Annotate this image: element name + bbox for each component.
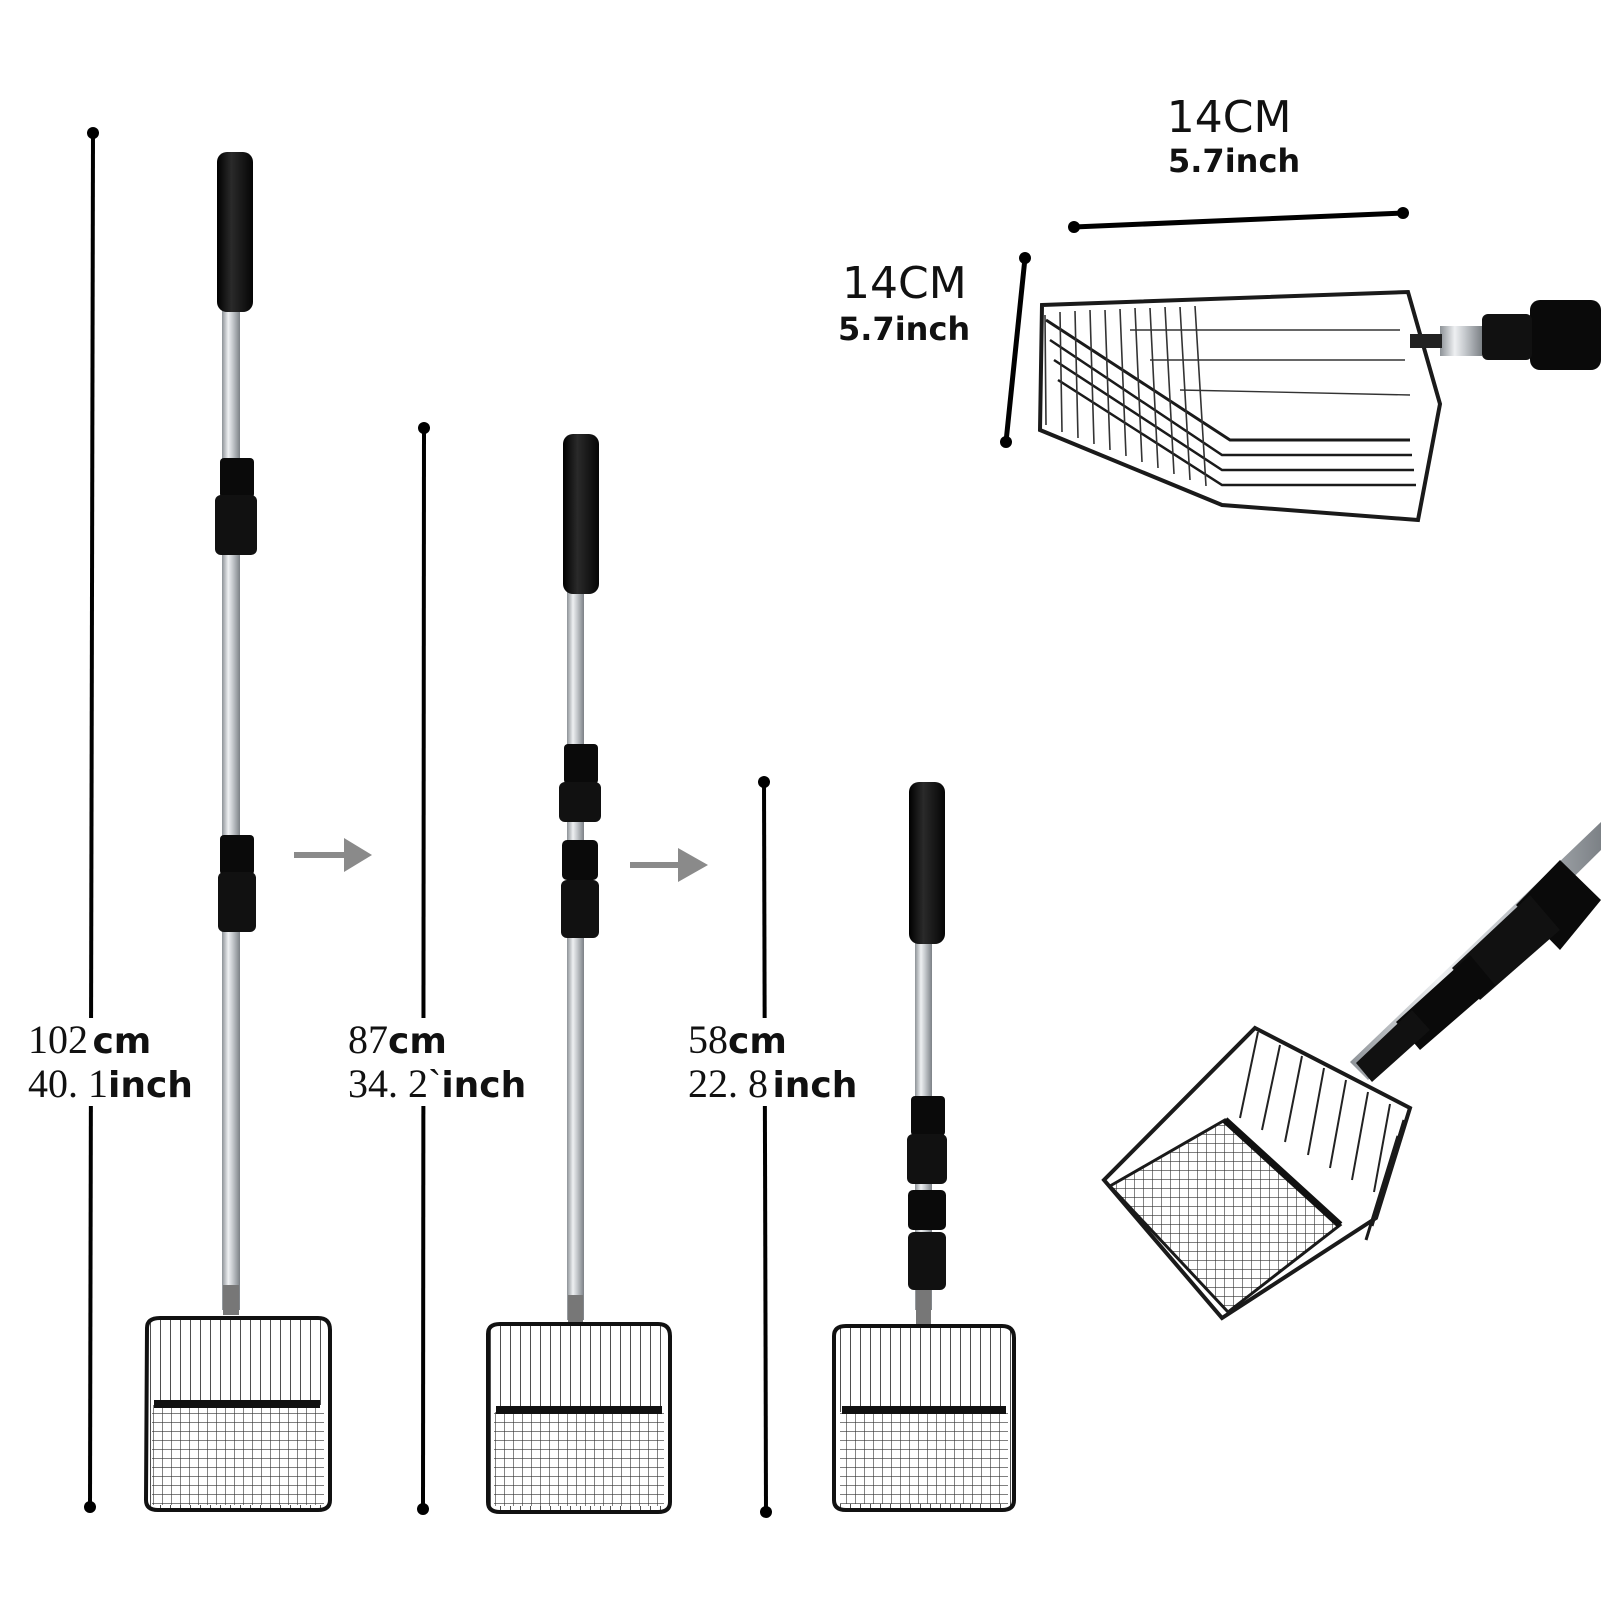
measure-dot — [418, 422, 430, 434]
length-label-long: 102 cm 40. 1inch — [28, 1018, 193, 1106]
length-label-short: 58cm 22. 8 inch — [688, 1017, 858, 1106]
scoop-width-inch: 5.7inch — [1168, 142, 1301, 181]
length-inch-unit: inch — [772, 1065, 858, 1106]
length-inch-value: 40. 1 — [28, 1061, 108, 1106]
scoop-depth-label: 14CM 5.7inch — [838, 258, 971, 349]
length-label-mid: 87cm 34. 2`inch — [348, 1017, 527, 1106]
measure-line-short — [762, 781, 768, 1513]
measure-line-mid — [421, 427, 426, 1510]
scoop-depth-inch: 5.7inch — [838, 310, 971, 349]
length-cm-unit: cm — [92, 1021, 152, 1062]
measure-line-long — [88, 132, 95, 1508]
length-cm-unit: cm — [728, 1021, 787, 1062]
length-cm-value: 87 — [348, 1017, 388, 1062]
measure-dot — [87, 127, 99, 139]
scoop-basket — [486, 1322, 672, 1514]
scoop-basket — [143, 1316, 332, 1512]
scoop-width-cm: 14CM — [1166, 92, 1292, 143]
measure-dot — [417, 1503, 429, 1515]
arrow-right-icon — [630, 848, 708, 882]
length-cm-value: 102 — [28, 1017, 88, 1062]
measure-dot — [760, 1506, 772, 1518]
scoop-basket — [832, 1324, 1016, 1512]
scoop-angled-view — [1101, 822, 1601, 1321]
scoop-side-view — [1000, 207, 1601, 523]
scooper-long — [143, 152, 332, 1512]
scooper-mid — [486, 434, 672, 1514]
measure-dot — [84, 1501, 96, 1513]
length-inch-unit: inch — [108, 1065, 193, 1106]
scooper-short — [832, 782, 1016, 1512]
arrow-right-icon — [294, 838, 372, 872]
length-inch-value: 34. 2` — [348, 1061, 442, 1106]
measure-dot — [758, 776, 770, 788]
length-inch-value: 22. 8 — [688, 1061, 768, 1106]
scoop-width-label: 14CM 5.7inch — [1167, 93, 1301, 181]
length-inch-unit: inch — [441, 1065, 527, 1106]
length-cm-unit: cm — [388, 1021, 447, 1062]
length-cm-value: 58 — [688, 1017, 728, 1062]
scoop-depth-cm: 14CM — [842, 258, 967, 309]
